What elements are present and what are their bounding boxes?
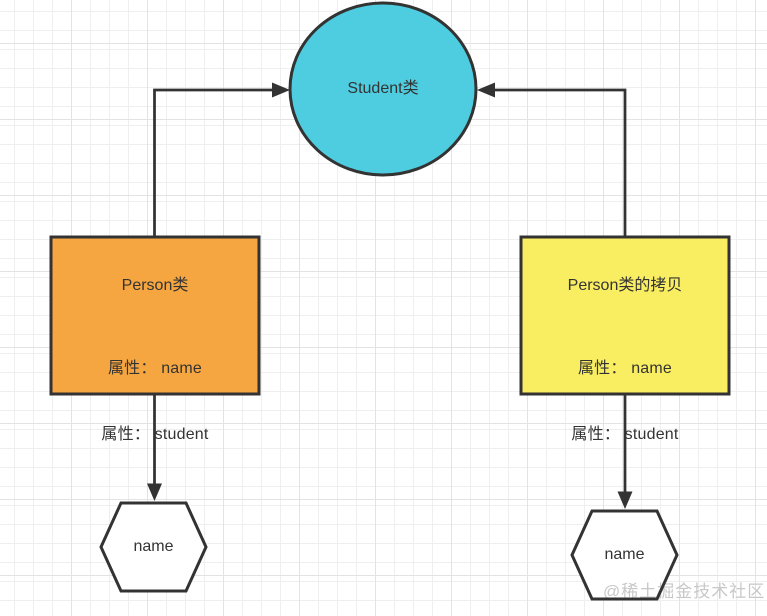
right-hexagon-shape xyxy=(570,509,679,601)
arrowhead-right-icon xyxy=(272,82,290,98)
person-copy-rect-attr-student: 属性： student xyxy=(571,426,679,443)
watermark-text: @稀土掘金技术社区 xyxy=(603,582,766,601)
connector-copy-to-student xyxy=(494,88,627,236)
person-rect-attrs: 属性： name 属性： student xyxy=(51,314,259,490)
person-copy-rect-attr-name: 属性： name xyxy=(577,360,673,377)
arrowhead-down-left-icon xyxy=(147,483,162,501)
person-rect-title: Person类 xyxy=(121,277,189,294)
person-rect-shape xyxy=(49,235,261,396)
arrowhead-down-right-icon xyxy=(617,491,633,509)
person-rect-attr-student: 属性： student xyxy=(101,426,209,443)
connector-person-to-student xyxy=(153,88,274,236)
arrowhead-left-icon xyxy=(477,82,495,98)
person-copy-rect-title: Person类的拷贝 xyxy=(567,277,683,294)
left-hexagon-shape xyxy=(99,501,208,593)
person-copy-rect-attrs: 属性： name 属性： student xyxy=(521,314,729,490)
student-circle-shape xyxy=(288,1,478,177)
person-rect-attr-name: 属性： name xyxy=(107,360,203,377)
student-circle-label: Student类 xyxy=(347,80,419,97)
person-copy-rect-shape xyxy=(519,235,731,396)
left-hexagon-label: name xyxy=(133,538,174,555)
right-hexagon-label: name xyxy=(604,546,645,563)
